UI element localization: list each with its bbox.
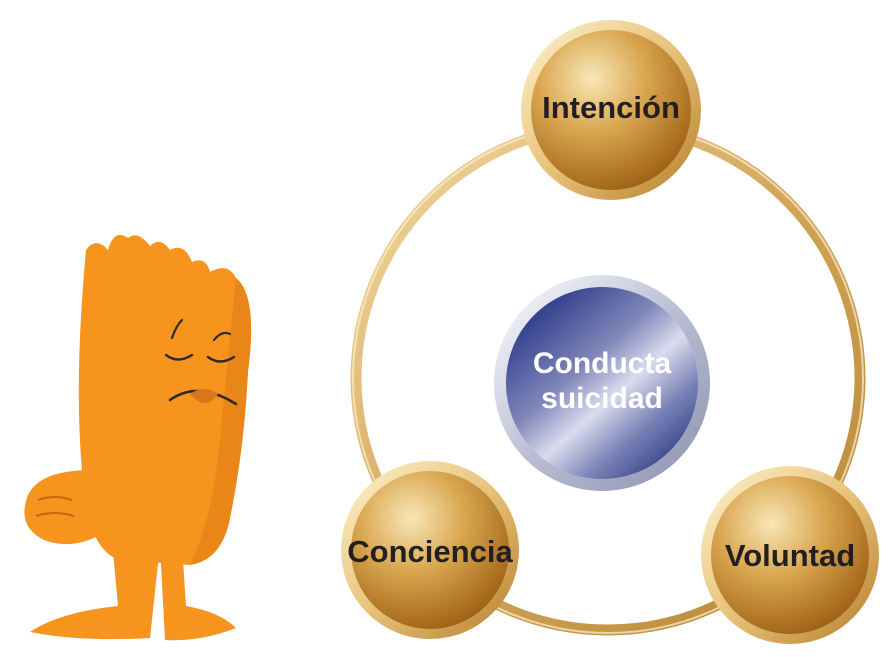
character-body bbox=[78, 234, 252, 565]
character-left-foot bbox=[30, 540, 160, 640]
center-node: Conducta suicidad bbox=[494, 275, 710, 491]
character-lip bbox=[190, 389, 218, 403]
node-conciencia: Conciencia bbox=[341, 461, 519, 639]
character-left-eyebrow bbox=[170, 318, 184, 340]
sad-orange-character-icon bbox=[24, 234, 252, 641]
character-left-eye bbox=[164, 353, 194, 361]
node-intencion-label: Intención bbox=[542, 90, 680, 125]
character-right-eye bbox=[206, 355, 236, 363]
character-arm bbox=[24, 470, 113, 545]
node-voluntad-label: Voluntad bbox=[725, 538, 855, 573]
center-label-line2: suicidad bbox=[541, 382, 663, 415]
character-body-shadow bbox=[190, 278, 252, 565]
character-right-eyebrow bbox=[212, 331, 232, 342]
character-right-foot bbox=[160, 545, 236, 641]
node-conciencia-label: Conciencia bbox=[347, 534, 513, 569]
center-label-line1: Conducta bbox=[533, 347, 672, 380]
node-intencion: Intención bbox=[521, 20, 701, 200]
character-fist-lines bbox=[35, 496, 75, 517]
node-voluntad: Voluntad bbox=[701, 466, 879, 644]
